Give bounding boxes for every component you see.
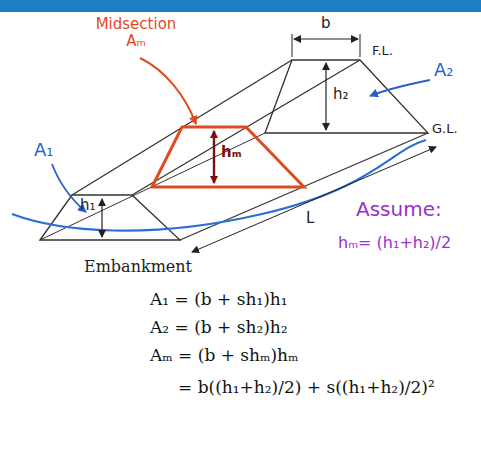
callout-text: Midsection Aₘ [88, 16, 184, 51]
area-label: A₂ [434, 60, 454, 81]
dimension-label: hₘ [221, 144, 242, 161]
figure-title: Embankment [84, 258, 192, 276]
level-label: F.L. [372, 44, 393, 59]
formula: Aₘ = (b + shₘ)hₘ [150, 346, 298, 366]
dimension-label: h₂ [333, 86, 349, 103]
mid-section [152, 127, 304, 187]
dimension-label: L [306, 210, 314, 227]
front-section [40, 195, 180, 240]
area-label: A₁ [34, 140, 54, 161]
note-formula: hₘ= (h₁+h₂)/2 [338, 234, 451, 252]
level-label: G.L. [432, 122, 458, 137]
dimension-label: h₁ [80, 197, 96, 214]
top-banner [0, 0, 481, 12]
formula: A₂ = (b + sh₂)h₂ [150, 318, 288, 338]
formula: A₁ = (b + sh₁)h₁ [150, 290, 288, 310]
note-text: Assume: [356, 198, 442, 221]
back-section [265, 60, 428, 133]
formula: = b((h₁+h₂)/2) + s((h₁+h₂)/2)² [178, 378, 435, 398]
dimension-label: b [321, 15, 331, 32]
